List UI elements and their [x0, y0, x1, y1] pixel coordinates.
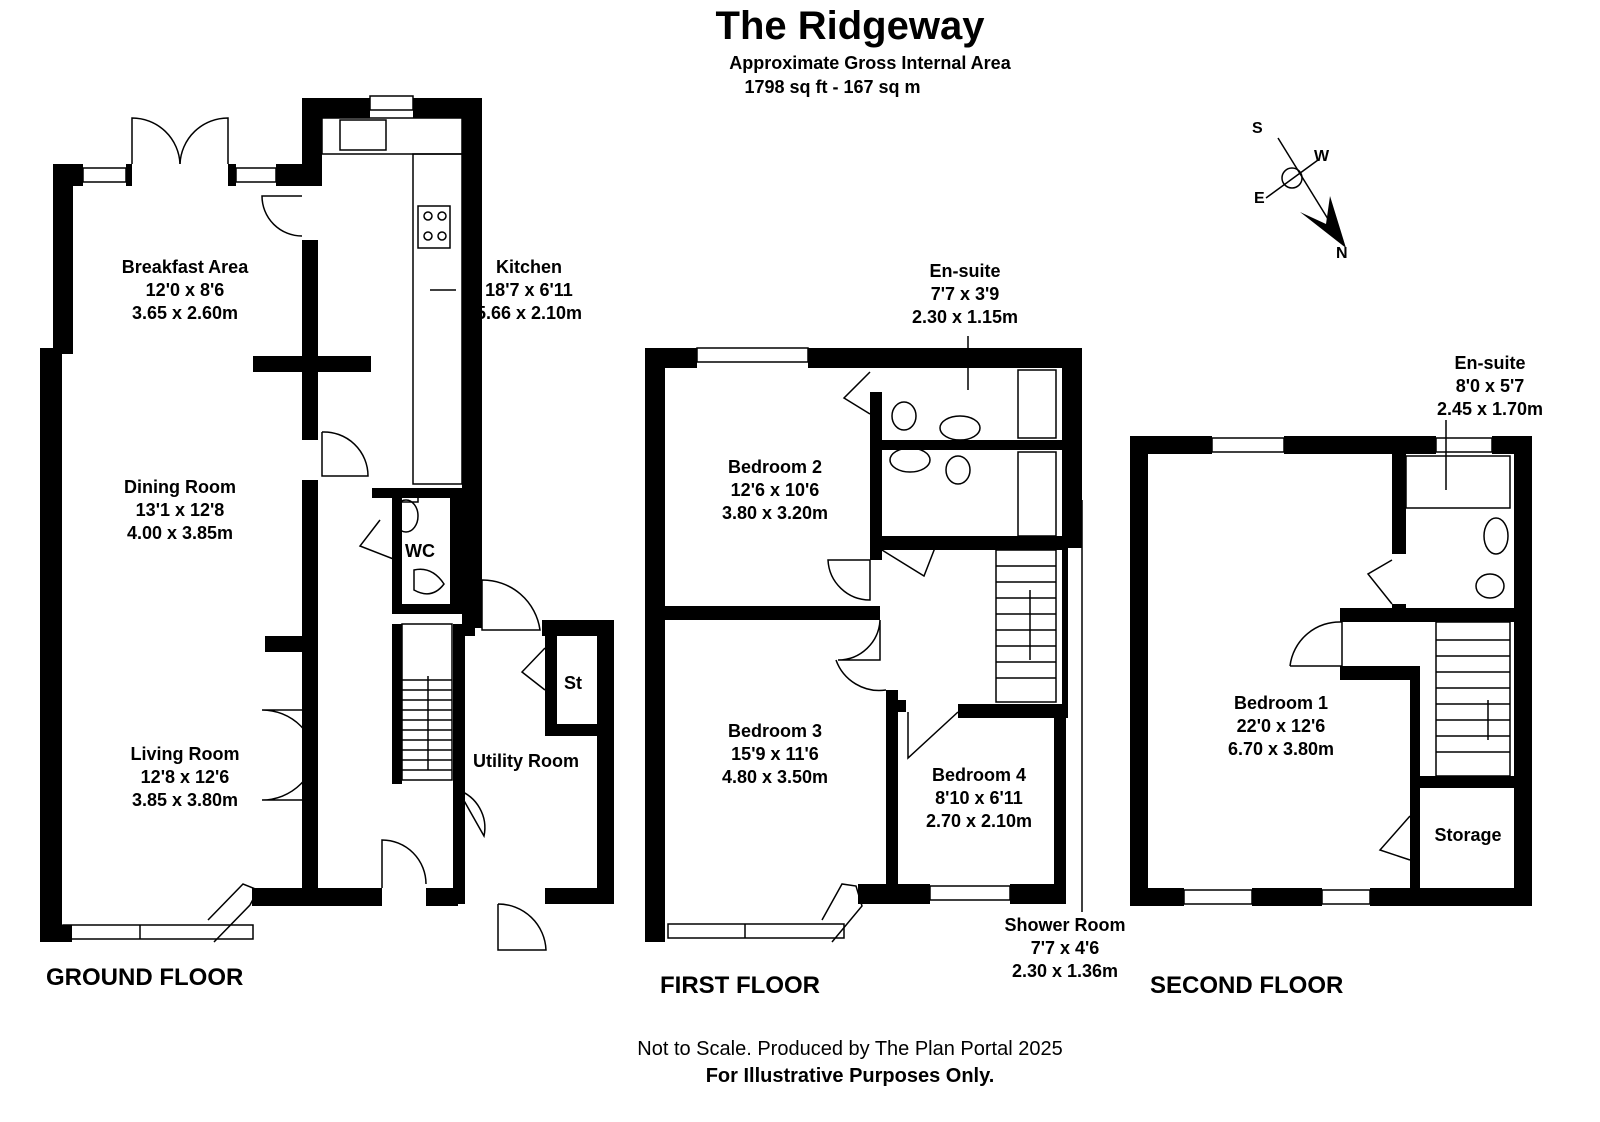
room-storage: Storage — [1434, 825, 1502, 845]
fixtures — [62, 95, 1511, 951]
room-store: St — [564, 673, 582, 693]
room-utility-room: Utility Room — [473, 751, 579, 771]
compass-label-e: E — [1254, 190, 1265, 207]
compass-arrow — [1300, 196, 1346, 248]
room-living-room: Living Room 12'8 x 12'6 3.85 x 3.80m — [130, 744, 240, 810]
area-subtitle: Approximate Gross Internal Area — [729, 53, 1011, 73]
room-wc: WC — [405, 541, 435, 561]
room-bedroom-2: Bedroom 2 12'6 x 10'6 3.80 x 3.20m — [721, 457, 829, 523]
room-en-suite-second: En-suite 8'0 x 5'7 2.45 x 1.70m — [1436, 353, 1544, 419]
footer-illustrative: For Illustrative Purposes Only. — [705, 1065, 995, 1087]
ground-floor-label: GROUND FLOOR — [46, 964, 244, 991]
walls — [40, 98, 1532, 942]
second-floor-label: SECOND FLOOR — [1150, 972, 1344, 999]
room-en-suite-first: En-suite 7'7 x 3'9 2.30 x 1.15m — [911, 261, 1019, 327]
footer-disclaimer: Not to Scale. Produced by The Plan Porta… — [637, 1038, 1063, 1060]
room-bedroom-4: Bedroom 4 8'10 x 6'11 2.70 x 2.10m — [925, 765, 1033, 831]
first-floor-label: FIRST FLOOR — [660, 972, 820, 999]
room-bedroom-1: Bedroom 1 22'0 x 12'6 6.70 x 3.80m — [1227, 693, 1335, 759]
compass-label-s: S — [1252, 120, 1263, 137]
compass-label-n: N — [1336, 245, 1348, 262]
room-breakfast-area: Breakfast Area 12'0 x 8'6 3.65 x 2.60m — [121, 257, 249, 323]
room-kitchen: Kitchen 18'7 x 6'11 5.66 x 2.10m — [475, 257, 583, 323]
room-dining-room: Dining Room 13'1 x 12'8 4.00 x 3.85m — [124, 477, 236, 543]
room-shower-room: Shower Room 7'7 x 4'6 2.30 x 1.36m — [1004, 915, 1126, 981]
room-bedroom-3: Bedroom 3 15'9 x 11'6 4.80 x 3.50m — [721, 721, 829, 787]
area-value: 1798 sq ft - 167 sq m — [744, 77, 921, 97]
compass-label-w: W — [1314, 148, 1330, 165]
